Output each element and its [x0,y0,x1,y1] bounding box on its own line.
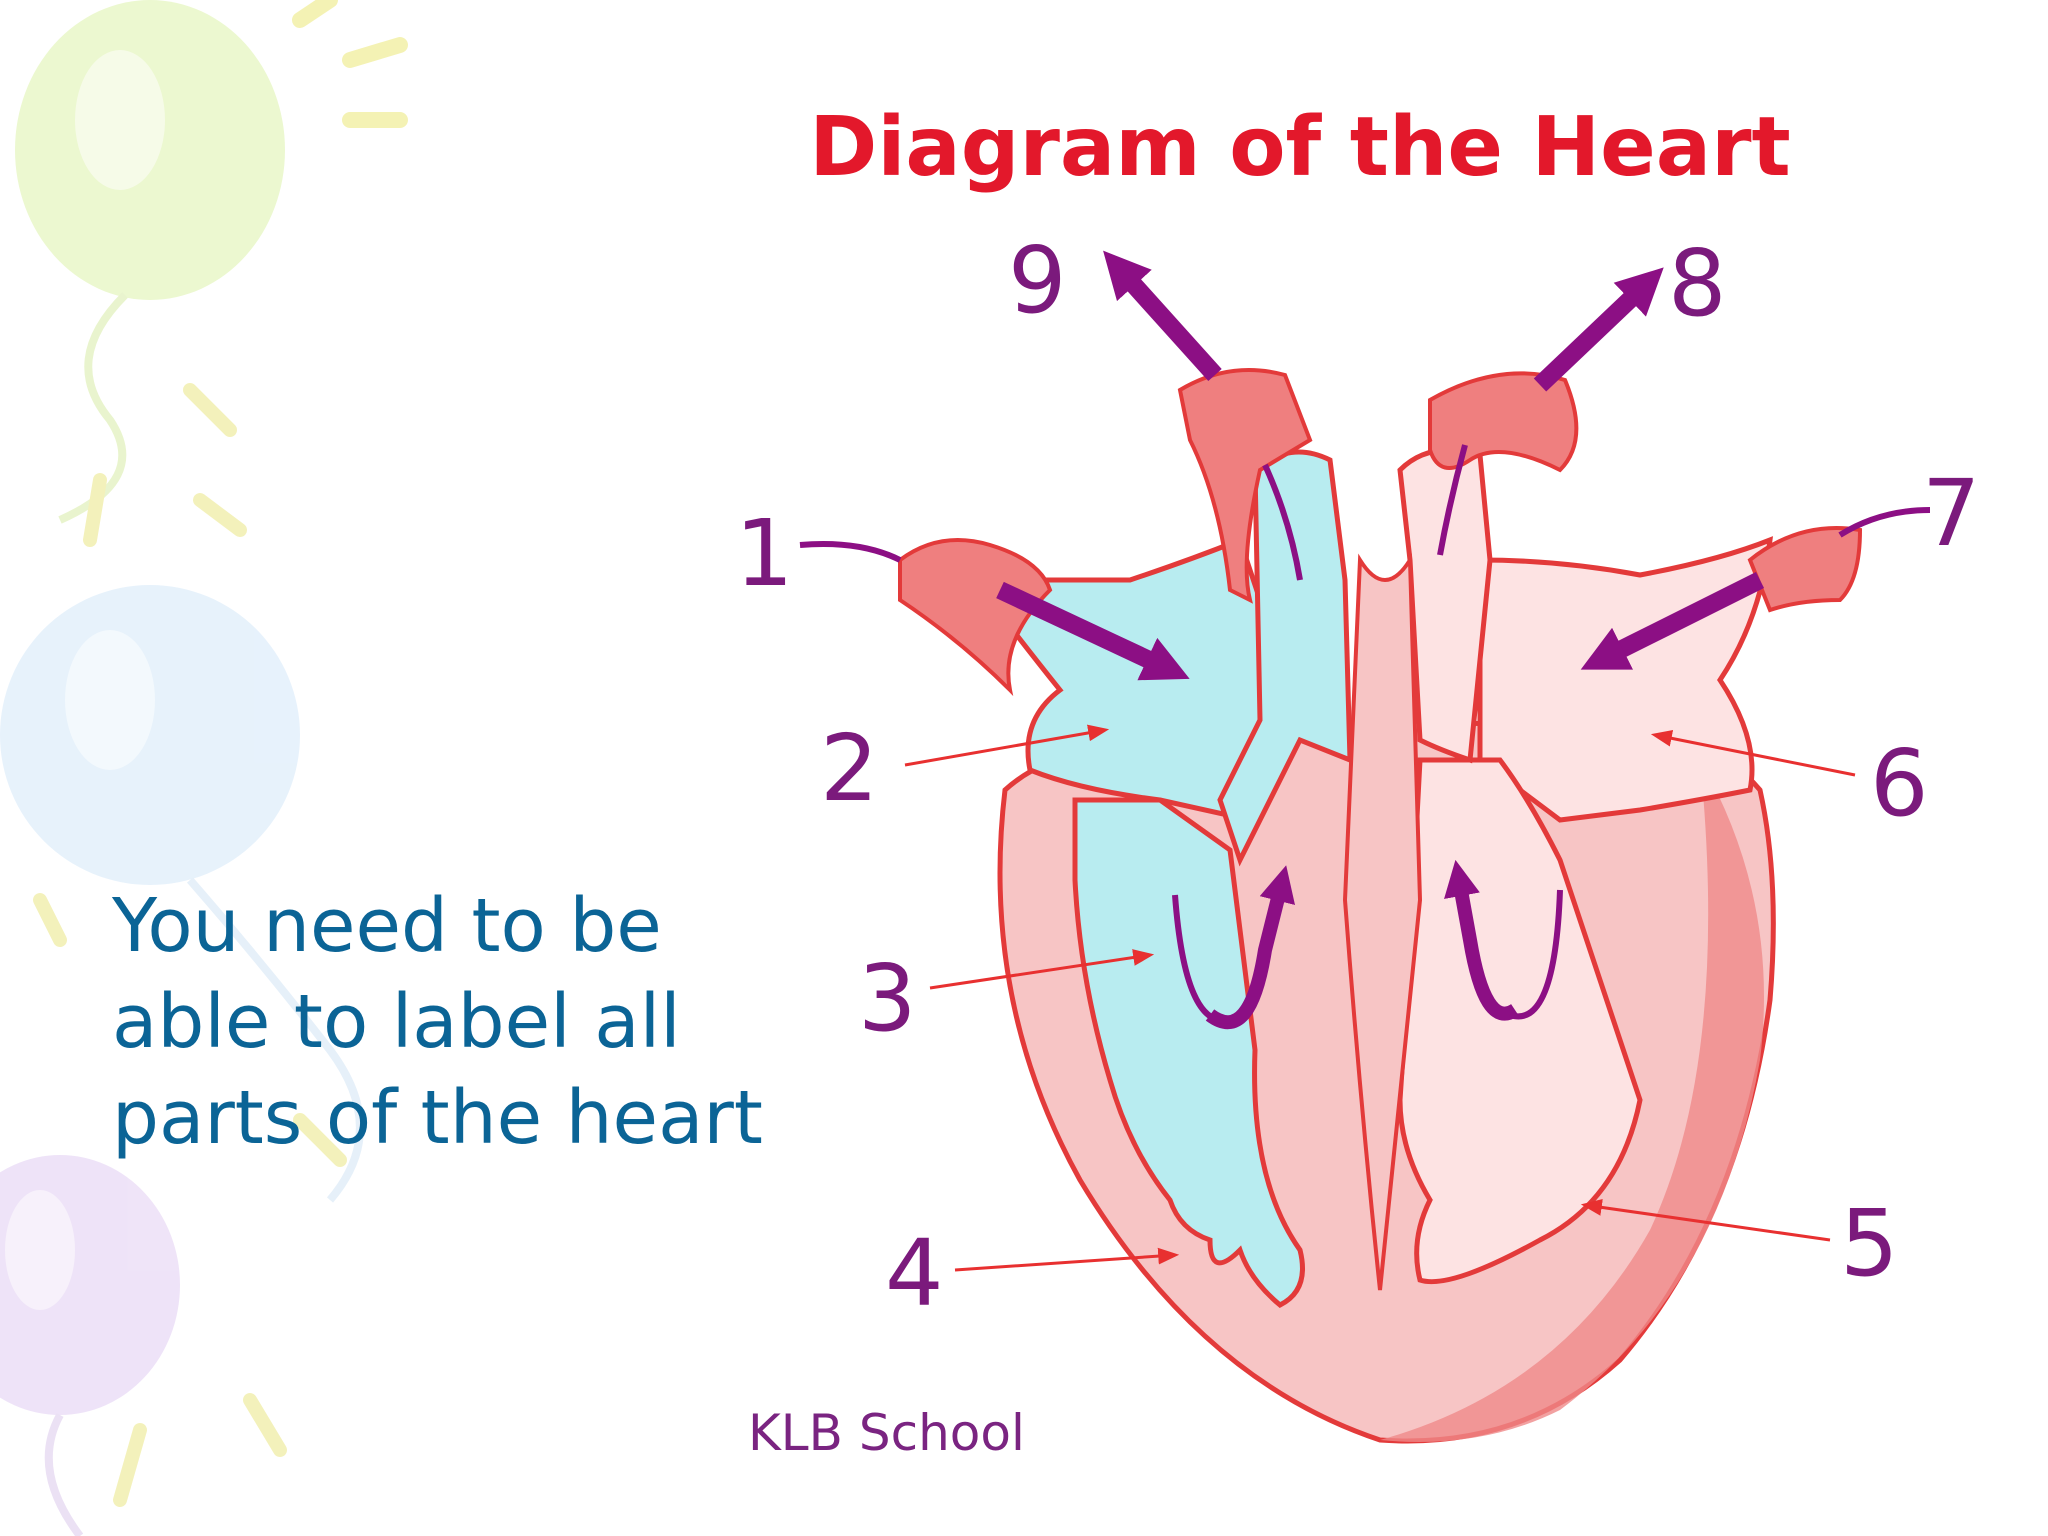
aorta [1397,447,1493,764]
label-4: 4 [885,1220,944,1327]
instruction-text: You need to be able to label all parts o… [112,878,872,1166]
pointer-3 [929,949,1155,990]
balloon-blue [0,585,364,1203]
label-7: 7 [1922,460,1981,567]
arrow-pulmonary-vein [1580,571,1765,670]
source-credit: KLB School [748,1404,1025,1462]
label-8: 8 [1668,230,1727,337]
leader-7 [1838,507,1931,538]
left-atrium [1477,536,1774,823]
label-2: 2 [820,715,879,822]
label-9: 9 [1008,227,1067,334]
instruction-line-3: parts of the heart [112,1075,763,1161]
label-1: 1 [735,500,794,607]
tricuspid-valve [1172,894,1231,1024]
pointer-6 [1650,730,1856,777]
arrow-8 [1533,267,1664,392]
pointer-4 [954,1247,1180,1272]
arrow-vena-cava [996,581,1190,681]
slide-title: Diagram of the Heart [809,100,1791,195]
label-6: 6 [1870,730,1929,837]
balloon-purple [0,1155,287,1536]
leader-1 [799,541,902,563]
vena-cava [898,538,1053,697]
pointer-5 [1580,1199,1831,1242]
right-ventricle [1072,797,1305,1308]
pulmonary-valve [1262,463,1303,581]
aorta-wall [1428,371,1579,473]
arrow-left-ventricle [1444,859,1519,1021]
pulmonary-artery-wall [1177,368,1313,604]
pointer-2 [904,724,1110,767]
bicuspid-valve [1509,889,1563,1020]
instruction-line-1: You need to be [112,883,662,969]
pulmonary-vein [1747,526,1863,613]
blood-flow-arrows [799,250,1931,1030]
instruction-line-2: able to label all [112,979,681,1065]
label-5: 5 [1840,1190,1899,1297]
septum [1342,553,1423,1291]
aortic-valve [1437,444,1468,556]
number-labels: 1 2 3 4 5 6 7 8 9 [735,227,1981,1327]
label-pointers [904,724,1856,1272]
arrow-9 [1103,250,1222,382]
label-3: 3 [858,945,917,1052]
heart-wall-shade [1380,760,1764,1442]
balloon-green [15,0,408,547]
